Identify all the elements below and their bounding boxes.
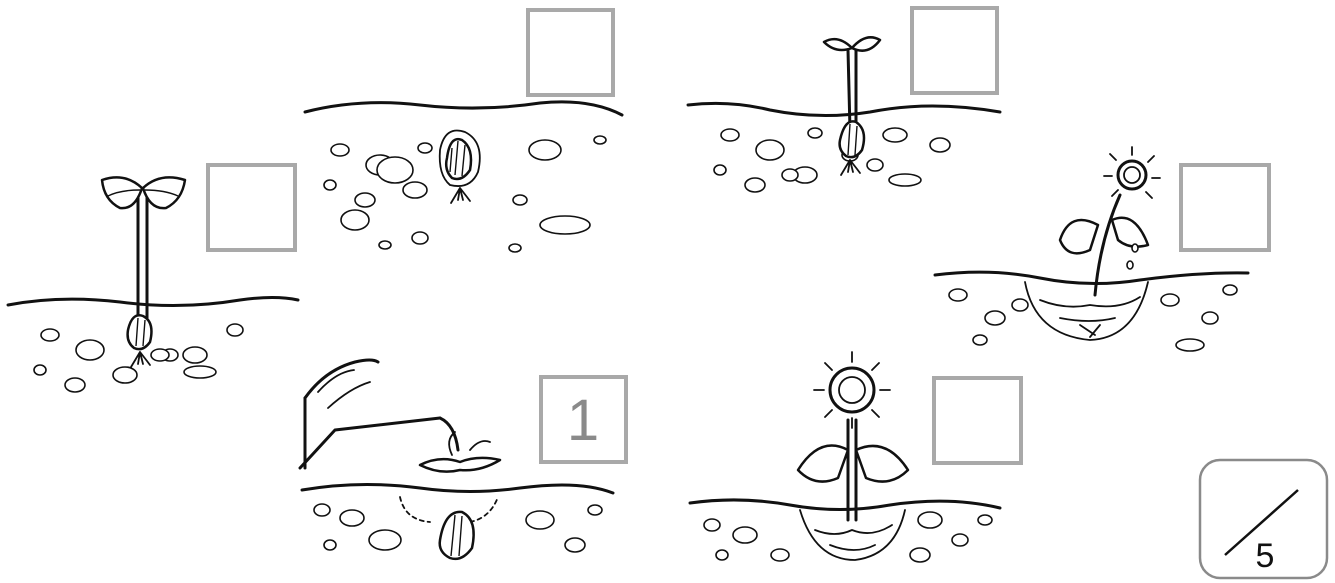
answer-box-a[interactable] <box>208 165 295 250</box>
score-total: 5 <box>1256 537 1275 575</box>
stage-seed-sprouting <box>305 102 622 252</box>
answer-box-f[interactable] <box>934 378 1021 463</box>
answer-box-b[interactable] <box>528 10 613 95</box>
stage-seedling <box>688 37 1000 192</box>
answer-box-d[interactable] <box>1181 165 1269 250</box>
stage-tall-seedling <box>8 177 298 392</box>
answer-box-e-value: 1 <box>567 388 599 453</box>
answer-box-c[interactable] <box>912 8 997 93</box>
stage-sunflower-bloom <box>690 352 1000 562</box>
